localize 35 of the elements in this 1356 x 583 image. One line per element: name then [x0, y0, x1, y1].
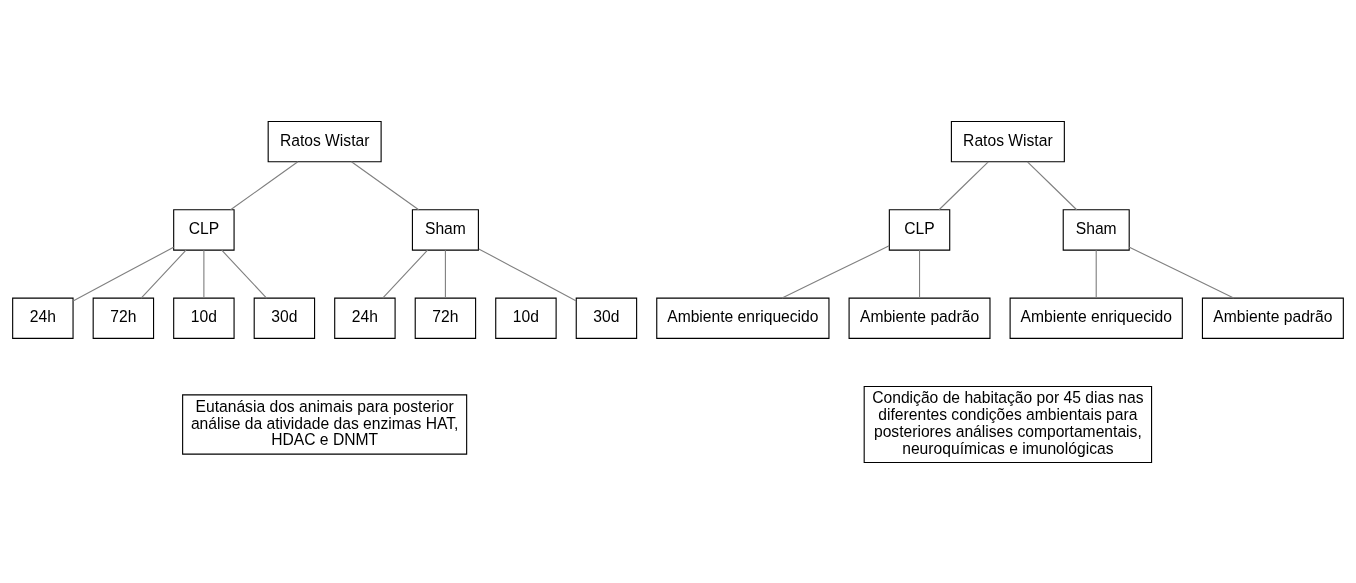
connector [478, 247, 577, 301]
connector [73, 246, 175, 301]
node-box: Ratos Wistar [950, 120, 1065, 162]
node-box: CLP [173, 208, 235, 251]
connector [350, 160, 420, 210]
connector [382, 249, 429, 299]
connector [1095, 249, 1097, 299]
node-box: 72h [92, 297, 155, 339]
connector [1128, 246, 1235, 299]
node-box: CLP [888, 208, 951, 251]
node-box: Sham [411, 208, 479, 251]
node-box: Ambiente enriquecido [656, 297, 830, 339]
node-box: 30d [253, 297, 316, 339]
node-box: Ambiente padrão [1201, 297, 1344, 339]
node-box: 10d [173, 297, 235, 339]
connector [203, 249, 205, 299]
connector [444, 249, 446, 299]
node-box: 72h [414, 297, 477, 339]
node-box: 10d [495, 297, 557, 339]
connector [230, 160, 299, 210]
node-box: Condição de habitação por 45 dias nas diferentes condições ambientais para posteriores análises comportamentais, neuroquímicas e imunológicas [863, 385, 1153, 463]
connector [221, 249, 268, 299]
connector [918, 249, 921, 299]
node-box: Ambiente enriquecido [1009, 297, 1183, 339]
connector [781, 244, 890, 299]
node-box: Sham [1062, 208, 1130, 251]
node-box: Eutanásia dos animais para posterior análise da atividade das enzimas HAT, HDAC e DNMT [182, 393, 468, 455]
node-box: 24h [334, 297, 396, 339]
connector [1026, 160, 1078, 210]
connector [140, 249, 187, 299]
connector [938, 160, 989, 210]
node-box: 24h [12, 297, 74, 339]
node-box: Ratos Wistar [267, 120, 382, 162]
node-box: Ambiente padrão [848, 297, 991, 339]
node-box: 30d [575, 297, 638, 339]
